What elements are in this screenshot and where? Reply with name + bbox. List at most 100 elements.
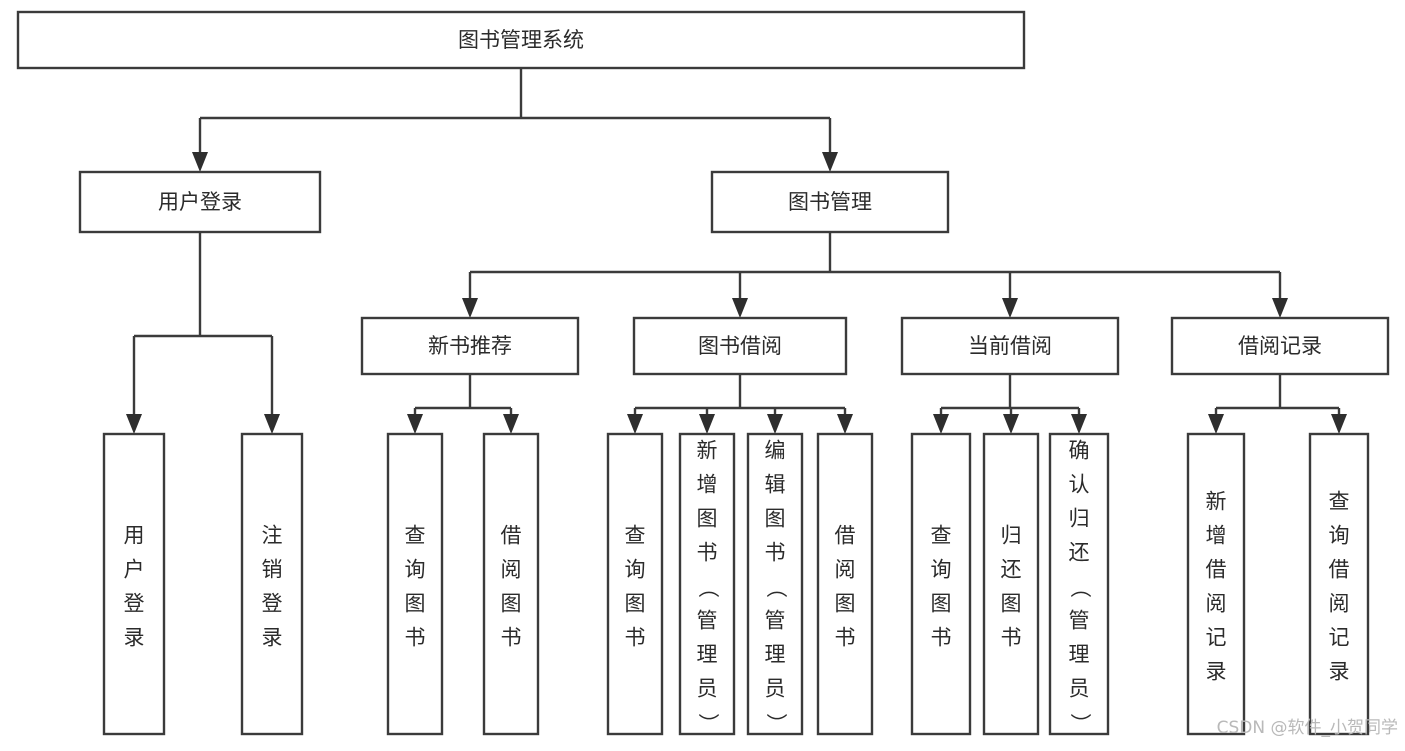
node-level3-3[interactable] bbox=[1170, 316, 1390, 376]
svg-text:销: 销 bbox=[262, 558, 283, 582]
svg-text:管: 管 bbox=[697, 609, 718, 633]
node-layer: 图书管理系统用户登录图书管理新书推荐图书借阅当前借阅借阅记录用户登录注销登录查询… bbox=[16, 10, 1390, 736]
svg-text:录: 录 bbox=[124, 626, 145, 650]
svg-text:录: 录 bbox=[1329, 660, 1350, 684]
node-leaf-current_borrow-1[interactable] bbox=[982, 432, 1040, 736]
node-leaf-label-user_login-0: 用户登录 bbox=[124, 524, 145, 650]
svg-text:阅: 阅 bbox=[835, 558, 856, 582]
svg-text:还: 还 bbox=[1001, 558, 1022, 582]
svg-text:图: 图 bbox=[1001, 592, 1022, 616]
svg-text:查: 查 bbox=[625, 524, 646, 548]
node-level3-label-2: 当前借阅 bbox=[968, 334, 1052, 358]
svg-text:注: 注 bbox=[262, 524, 283, 548]
svg-text:询: 询 bbox=[625, 558, 646, 582]
node-level2-0[interactable] bbox=[78, 170, 322, 234]
svg-text:员: 员 bbox=[1069, 677, 1090, 701]
node-leaf-borrow_record-0[interactable] bbox=[1186, 432, 1246, 736]
svg-text:理: 理 bbox=[765, 643, 786, 667]
svg-text:管: 管 bbox=[1069, 609, 1090, 633]
node-leaf-user_login-0[interactable] bbox=[102, 432, 166, 736]
svg-text:图: 图 bbox=[697, 507, 718, 531]
svg-text:新: 新 bbox=[1206, 490, 1227, 514]
node-leaf-user_login-1[interactable] bbox=[240, 432, 304, 736]
node-root-label: 图书管理系统 bbox=[458, 28, 584, 52]
node-leaf-new_book_recommend-0[interactable] bbox=[386, 432, 444, 736]
svg-text:录: 录 bbox=[1206, 660, 1227, 684]
node-level3-label-0: 新书推荐 bbox=[428, 334, 512, 358]
node-level3-1[interactable] bbox=[632, 316, 848, 376]
svg-text:员: 员 bbox=[765, 677, 786, 701]
node-level3-2[interactable] bbox=[900, 316, 1120, 376]
node-leaf-borrow_record-1[interactable] bbox=[1308, 432, 1370, 736]
svg-text:理: 理 bbox=[697, 643, 718, 667]
svg-text:书: 书 bbox=[835, 626, 856, 650]
svg-text:）: ） bbox=[696, 713, 720, 734]
svg-text:）: ） bbox=[1068, 713, 1092, 734]
node-level3-label-3: 借阅记录 bbox=[1238, 334, 1322, 358]
svg-text:新: 新 bbox=[697, 439, 718, 463]
svg-text:理: 理 bbox=[1069, 643, 1090, 667]
svg-text:登: 登 bbox=[124, 592, 145, 616]
connector-layer bbox=[126, 68, 1347, 434]
svg-text:书: 书 bbox=[1001, 626, 1022, 650]
node-leaf-current_borrow-2[interactable] bbox=[1048, 432, 1110, 736]
svg-text:）: ） bbox=[764, 713, 788, 734]
node-leaf-book_borrow-1[interactable] bbox=[678, 432, 736, 736]
node-level2-label-0: 用户登录 bbox=[158, 190, 242, 214]
svg-text:确: 确 bbox=[1069, 439, 1090, 463]
svg-text:图: 图 bbox=[931, 592, 952, 616]
svg-text:录: 录 bbox=[262, 626, 283, 650]
svg-text:增: 增 bbox=[1206, 524, 1227, 548]
svg-text:借: 借 bbox=[1329, 558, 1350, 582]
svg-text:询: 询 bbox=[405, 558, 426, 582]
svg-text:用: 用 bbox=[124, 524, 145, 548]
node-level3-0[interactable] bbox=[360, 316, 580, 376]
node-leaf-new_book_recommend-1[interactable] bbox=[482, 432, 540, 736]
node-level3-label-1: 图书借阅 bbox=[698, 334, 782, 358]
node-root[interactable] bbox=[16, 10, 1026, 70]
svg-text:编: 编 bbox=[765, 439, 786, 463]
svg-text:归: 归 bbox=[1069, 507, 1090, 531]
svg-text:记: 记 bbox=[1206, 626, 1227, 650]
svg-text:（: （ bbox=[1068, 577, 1092, 598]
svg-text:图: 图 bbox=[835, 592, 856, 616]
svg-text:增: 增 bbox=[697, 473, 718, 497]
svg-text:还: 还 bbox=[1069, 541, 1090, 565]
svg-text:借: 借 bbox=[501, 524, 522, 548]
node-level2-label-1: 图书管理 bbox=[788, 190, 872, 214]
svg-text:记: 记 bbox=[1329, 626, 1350, 650]
svg-text:借: 借 bbox=[835, 524, 856, 548]
svg-text:登: 登 bbox=[262, 592, 283, 616]
svg-text:书: 书 bbox=[765, 541, 786, 565]
svg-text:阅: 阅 bbox=[1329, 592, 1350, 616]
svg-text:员: 员 bbox=[697, 677, 718, 701]
node-leaf-current_borrow-0[interactable] bbox=[910, 432, 972, 736]
node-level2-1[interactable] bbox=[710, 170, 950, 234]
svg-text:书: 书 bbox=[405, 626, 426, 650]
svg-text:书: 书 bbox=[697, 541, 718, 565]
svg-text:阅: 阅 bbox=[1206, 592, 1227, 616]
svg-text:书: 书 bbox=[625, 626, 646, 650]
svg-text:书: 书 bbox=[501, 626, 522, 650]
svg-text:阅: 阅 bbox=[501, 558, 522, 582]
svg-text:（: （ bbox=[764, 577, 788, 598]
svg-text:询: 询 bbox=[1329, 524, 1350, 548]
svg-text:查: 查 bbox=[405, 524, 426, 548]
node-leaf-book_borrow-3[interactable] bbox=[816, 432, 874, 736]
svg-text:借: 借 bbox=[1206, 558, 1227, 582]
svg-text:查: 查 bbox=[1329, 490, 1350, 514]
svg-text:图: 图 bbox=[501, 592, 522, 616]
node-leaf-book_borrow-0[interactable] bbox=[606, 432, 664, 736]
svg-text:书: 书 bbox=[931, 626, 952, 650]
node-leaf-book_borrow-2[interactable] bbox=[746, 432, 804, 736]
